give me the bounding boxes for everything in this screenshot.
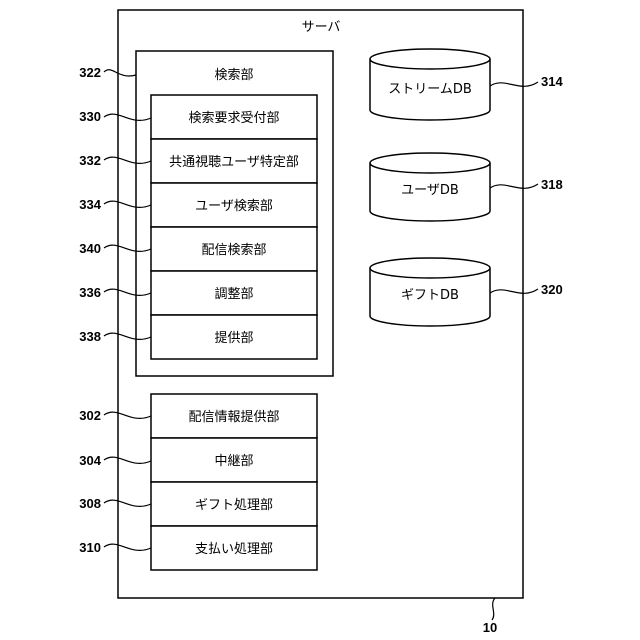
db-label: ユーザDB xyxy=(401,183,459,198)
ref-number: 304 xyxy=(79,453,101,468)
user-db-cylinder: ユーザDB xyxy=(370,153,490,221)
ref-number: 10 xyxy=(483,620,497,635)
search-item-label: 共通視聴ユーザ特定部 xyxy=(169,155,299,170)
ref-number: 314 xyxy=(541,74,563,89)
unit-label: 支払い処理部 xyxy=(195,542,273,557)
unit-label: 中継部 xyxy=(214,454,253,469)
db-label: ストリームDB xyxy=(388,82,472,97)
ref-number: 334 xyxy=(79,197,101,212)
search-item-label: 検索要求受付部 xyxy=(188,111,279,126)
database-cylinders: ストリームDB ユーザDB ギフトDB xyxy=(370,49,490,326)
server-title: サーバ xyxy=(302,20,341,35)
unit-label: ギフト処理部 xyxy=(195,498,273,513)
db-label: ギフトDB xyxy=(401,288,459,303)
ref-number: 302 xyxy=(79,408,101,423)
ref-number: 332 xyxy=(79,153,101,168)
search-item-label: 調整部 xyxy=(214,287,253,302)
stream-db-cylinder: ストリームDB xyxy=(370,49,490,120)
search-item-label: ユーザ検索部 xyxy=(195,199,273,214)
ref-number: 310 xyxy=(79,540,101,555)
ref-number: 318 xyxy=(541,177,563,192)
search-item-label: 提供部 xyxy=(214,330,253,346)
ref-number: 338 xyxy=(79,329,101,344)
gift-db-cylinder: ギフトDB xyxy=(370,258,490,326)
ref-number: 336 xyxy=(79,285,101,300)
other-units: 配信情報提供部 中継部 ギフト処理部 支払い処理部 xyxy=(151,394,317,570)
search-item-label: 配信検索部 xyxy=(201,243,266,258)
ref-number: 308 xyxy=(79,496,101,511)
search-unit-title: 検索部 xyxy=(214,68,253,83)
search-unit-items: 検索要求受付部 共通視聴ユーザ特定部 ユーザ検索部 配信検索部 調整部 提供部 xyxy=(151,95,317,359)
ref-number: 330 xyxy=(79,109,101,124)
ref-number: 320 xyxy=(541,282,563,297)
ref-number: 340 xyxy=(79,241,101,256)
ref-number: 322 xyxy=(79,65,101,80)
unit-label: 配信情報提供部 xyxy=(188,409,279,425)
